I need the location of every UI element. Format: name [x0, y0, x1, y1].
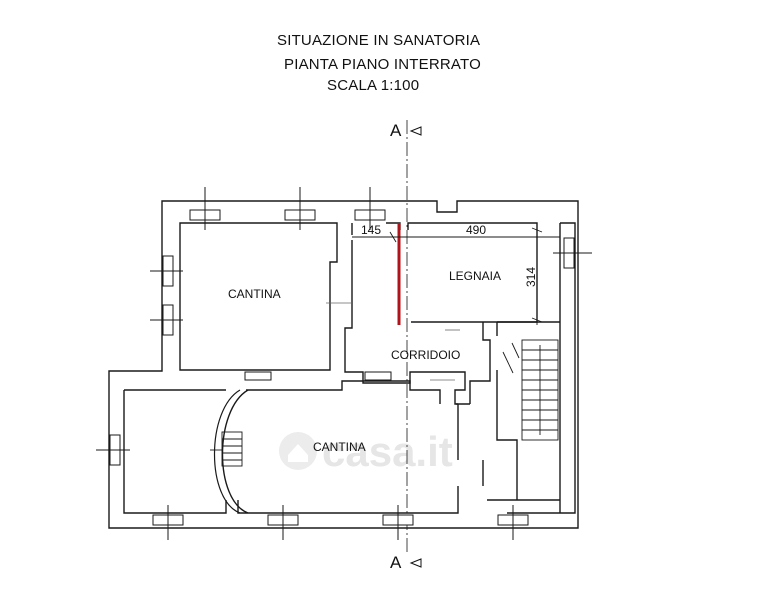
staircase [502, 339, 559, 441]
dimension-145: 145 [361, 223, 381, 237]
walls [108, 200, 579, 529]
curved-wall-inner [214, 389, 241, 514]
dimension-314: 314 [524, 267, 538, 287]
section-arrow-bottom [409, 558, 422, 568]
plan-subtitle: PIANTA PIANO INTERRATO [284, 56, 481, 73]
watermark-logo: casa.it [279, 428, 453, 475]
room-label-cantina-bottom: CANTINA [313, 440, 366, 454]
room-label-corridoio: CORRIDOIO [391, 348, 460, 362]
small-staircase [210, 431, 243, 467]
section-mark-bottom: A [390, 553, 402, 572]
windows [96, 187, 592, 540]
room-label-legnaia: LEGNAIA [449, 269, 501, 283]
plan-scale: SCALA 1:100 [327, 77, 420, 94]
section-arrow-top [409, 126, 422, 136]
dimension-lines [352, 227, 560, 325]
section-mark-top: A [390, 121, 402, 140]
dimension-490: 490 [466, 223, 486, 237]
hidden-lines [326, 302, 460, 381]
watermark-text: casa.it [322, 428, 453, 475]
curved-wall [221, 389, 249, 514]
room-label-cantina-top: CANTINA [228, 287, 281, 301]
plan-title: SITUAZIONE IN SANATORIA [277, 32, 481, 49]
